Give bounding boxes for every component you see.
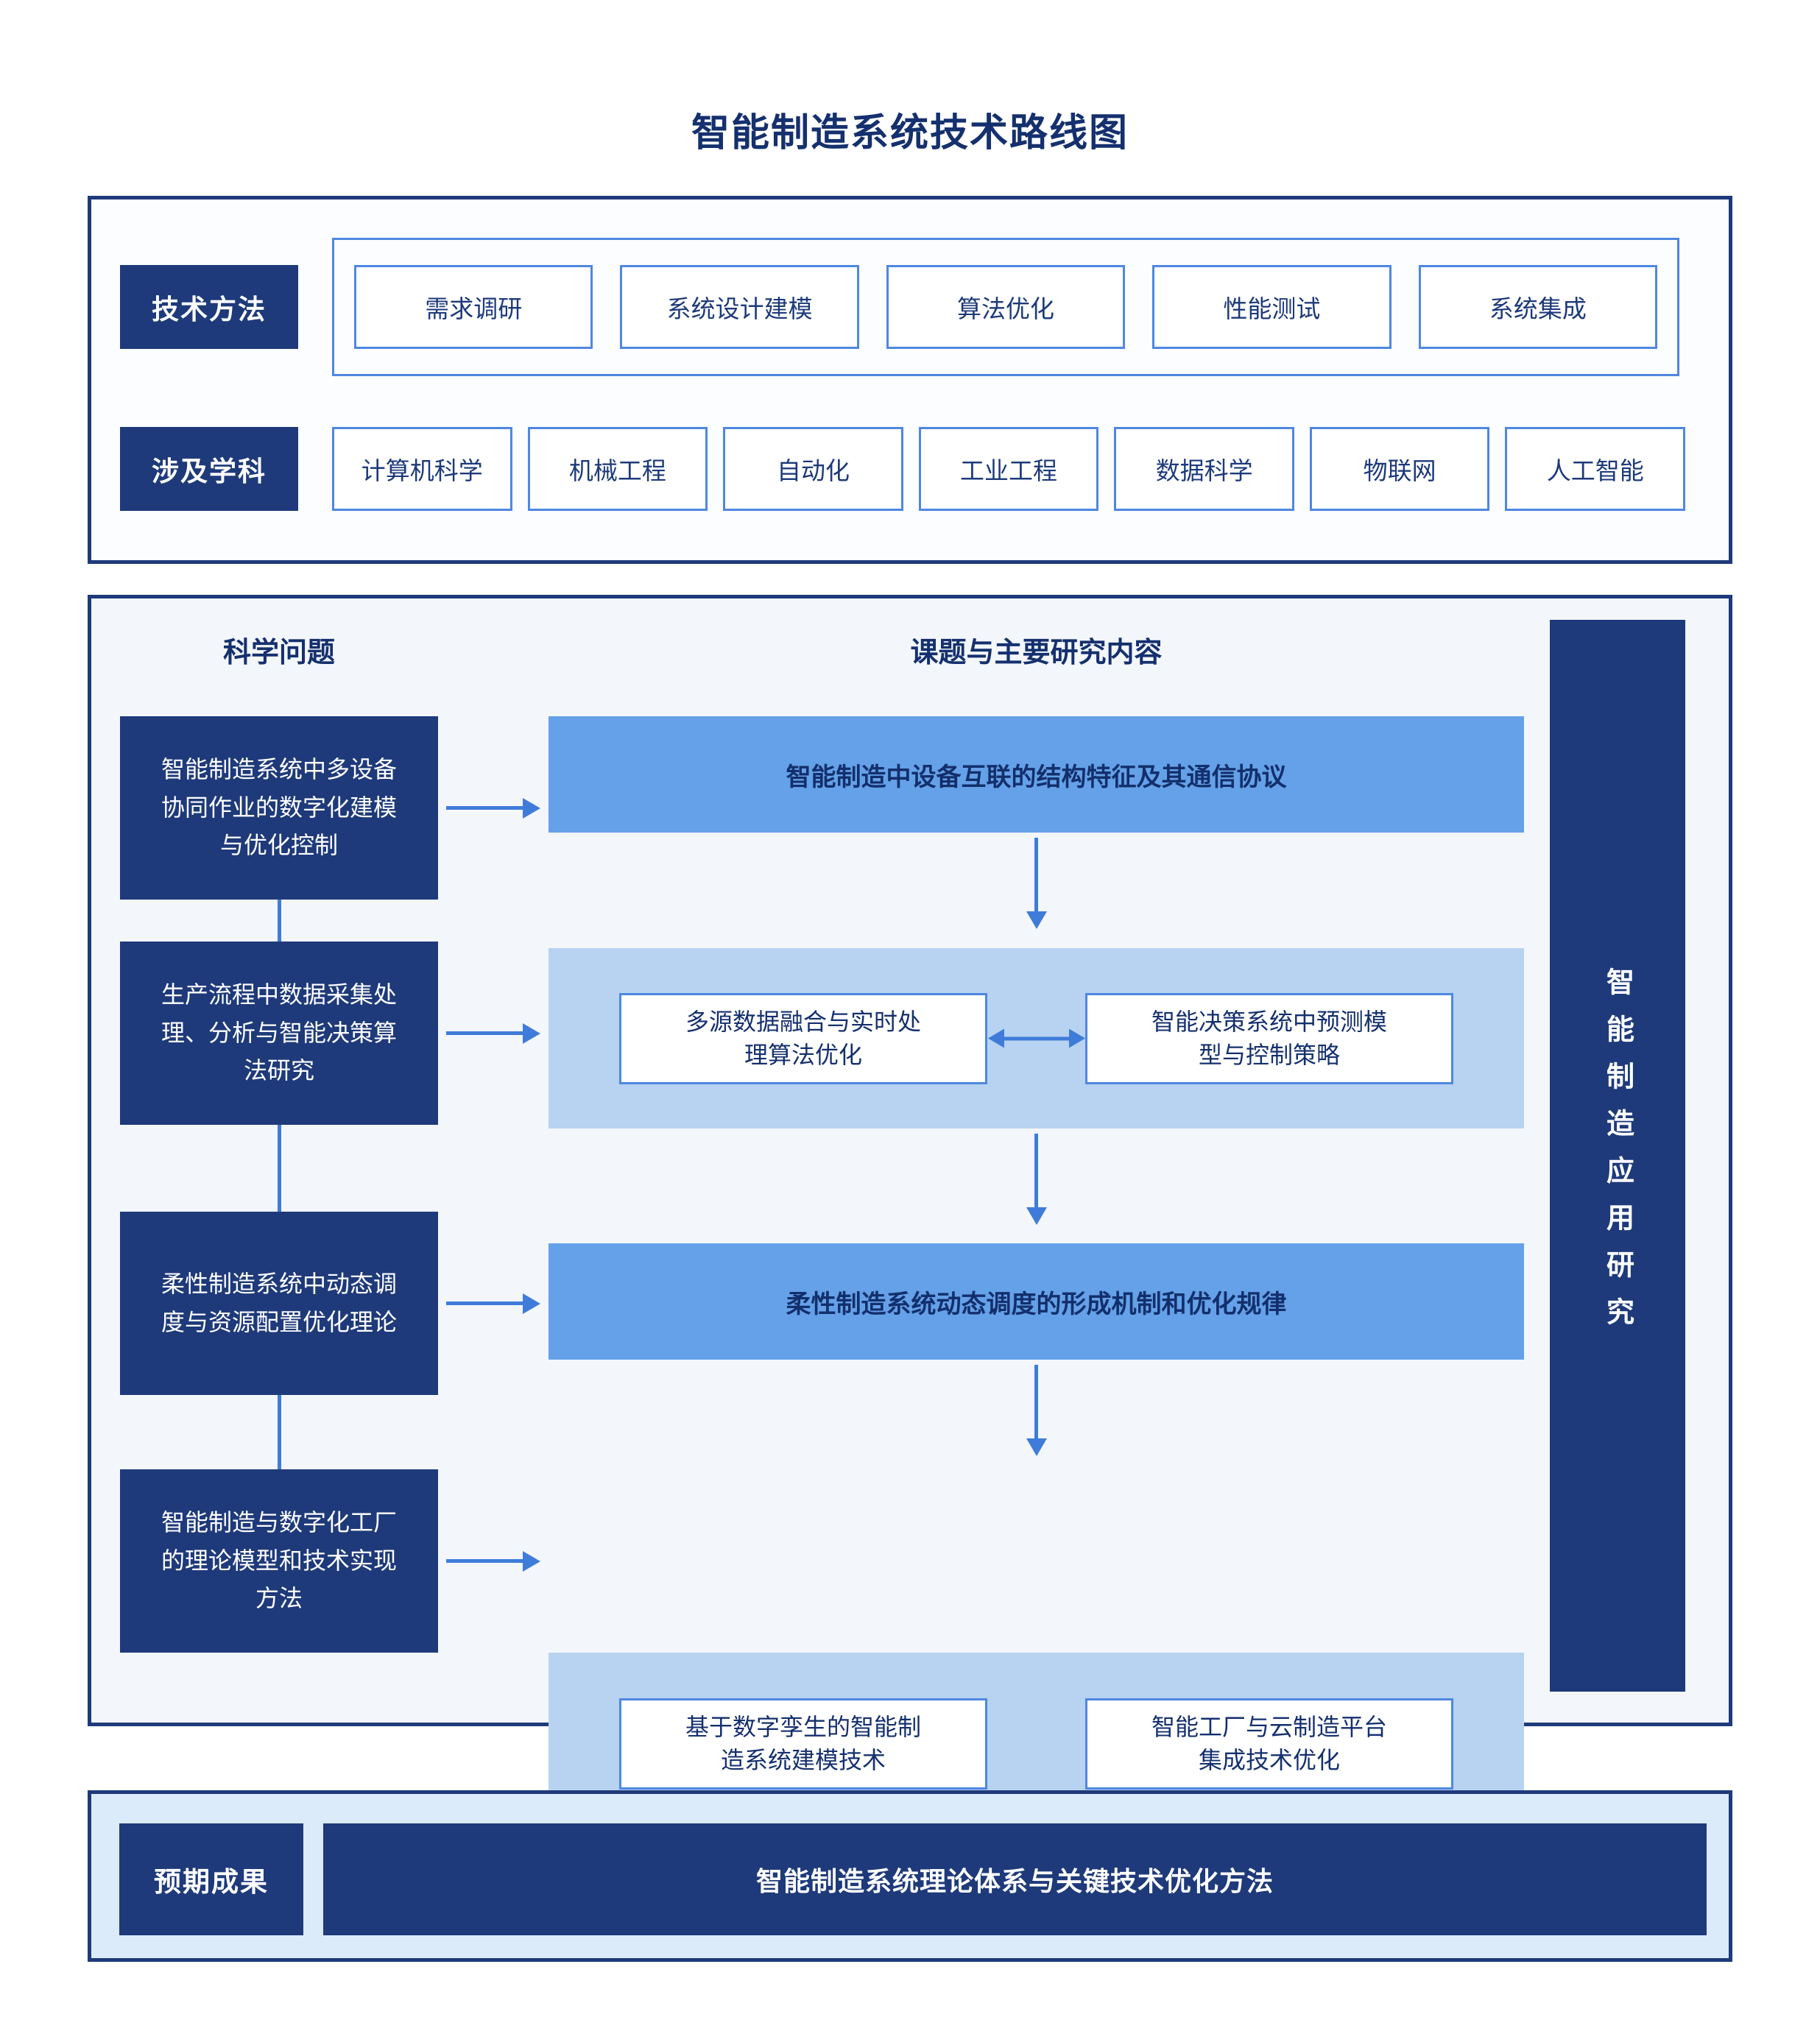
right-arrow-icon — [446, 1301, 523, 1305]
topic-subbox-2b: 智能决策系统中预测模型与控制策略 — [1085, 992, 1453, 1084]
double-arrow-icon — [1004, 1036, 1069, 1040]
topic-subbox-4a: 基于数字孪生的智能制造系统建模技术 — [619, 1698, 987, 1790]
discipline-box: 工业工程 — [918, 427, 1099, 511]
discipline-box: 人工智能 — [1505, 427, 1686, 511]
section-research: 科学问题 课题与主要研究内容 智能制造系统中多设备协同作业的数字化建模与优化控制… — [88, 595, 1732, 1835]
topic-subbox-label: 多源数据融合与实时处理算法优化 — [685, 1008, 921, 1068]
vertical-connector-line — [278, 900, 281, 942]
topic-row-1: 智能制造中设备互联的结构特征及其通信协议 — [549, 716, 1524, 833]
sidebar-vertical-label: 智能制造应用研究 — [1601, 967, 1633, 1344]
method-box: 系统集成 — [1418, 265, 1658, 349]
outcome-label: 预期成果 — [119, 1823, 303, 1935]
discipline-box: 数据科学 — [1114, 427, 1294, 511]
section-outcome: 预期成果 智能制造系统理论体系与关键技术优化方法 — [88, 1790, 1732, 1962]
methods-row-label: 技术方法 — [120, 265, 298, 349]
down-arrow-icon — [1034, 1365, 1038, 1438]
method-box: 需求调研 — [354, 265, 593, 349]
discipline-box: 计算机科学 — [332, 427, 512, 511]
topic-subbox-4b: 智能工厂与云制造平台集成技术优化 — [1085, 1698, 1453, 1790]
topics-header: 课题与主要研究内容 — [910, 637, 1163, 668]
application-research-sidebar: 智能制造应用研究 — [1550, 620, 1685, 1692]
problem-box-4: 智能制造与数字化工厂的理论模型和技术实现方法 — [120, 1469, 438, 1653]
disciplines-row: 计算机科学 机械工程 自动化 工业工程 数据科学 物联网 人工智能 — [332, 427, 1686, 511]
down-arrow-icon — [1034, 838, 1038, 911]
topic-subbox-label: 智能决策系统中预测模型与控制策略 — [1151, 1008, 1387, 1068]
method-box: 系统设计建模 — [620, 265, 859, 349]
down-arrow-icon — [1034, 1134, 1038, 1207]
method-box: 算法优化 — [886, 265, 1126, 349]
discipline-box: 物联网 — [1309, 427, 1490, 511]
right-arrow-icon — [446, 806, 523, 810]
page-title: 智能制造系统技术路线图 — [691, 112, 1129, 155]
disciplines-row-label: 涉及学科 — [120, 427, 298, 511]
problems-header: 科学问题 — [222, 637, 335, 668]
discipline-box: 自动化 — [723, 427, 903, 511]
right-arrow-icon — [446, 1031, 523, 1035]
problem-box-3: 柔性制造系统中动态调度与资源配置优化理论 — [120, 1212, 438, 1395]
problem-box-2: 生产流程中数据采集处理、分析与智能决策算法研究 — [120, 942, 438, 1125]
vertical-connector-line — [278, 1395, 281, 1469]
discipline-box: 机械工程 — [527, 427, 708, 511]
right-arrow-icon — [446, 1559, 523, 1563]
topic-subbox-2a: 多源数据融合与实时处理算法优化 — [619, 992, 987, 1084]
topic-row-3: 柔性制造系统动态调度的形成机制和优化规律 — [549, 1243, 1524, 1360]
method-box: 性能测试 — [1152, 265, 1392, 349]
methods-container: 需求调研 系统设计建模 算法优化 性能测试 系统集成 — [332, 238, 1679, 376]
topic-row-2: 多源数据融合与实时处理算法优化 智能决策系统中预测模型与控制策略 — [549, 948, 1524, 1128]
topic-subbox-label: 基于数字孪生的智能制造系统建模技术 — [685, 1714, 921, 1773]
outcome-box: 智能制造系统理论体系与关键技术优化方法 — [323, 1823, 1707, 1935]
problem-box-1: 智能制造系统中多设备协同作业的数字化建模与优化控制 — [120, 716, 438, 900]
topic-subbox-label: 智能工厂与云制造平台集成技术优化 — [1151, 1714, 1387, 1773]
vertical-connector-line — [278, 1125, 281, 1212]
section-methods-disciplines: 技术方法 需求调研 系统设计建模 算法优化 性能测试 系统集成 涉及学科 计算机… — [88, 196, 1732, 564]
